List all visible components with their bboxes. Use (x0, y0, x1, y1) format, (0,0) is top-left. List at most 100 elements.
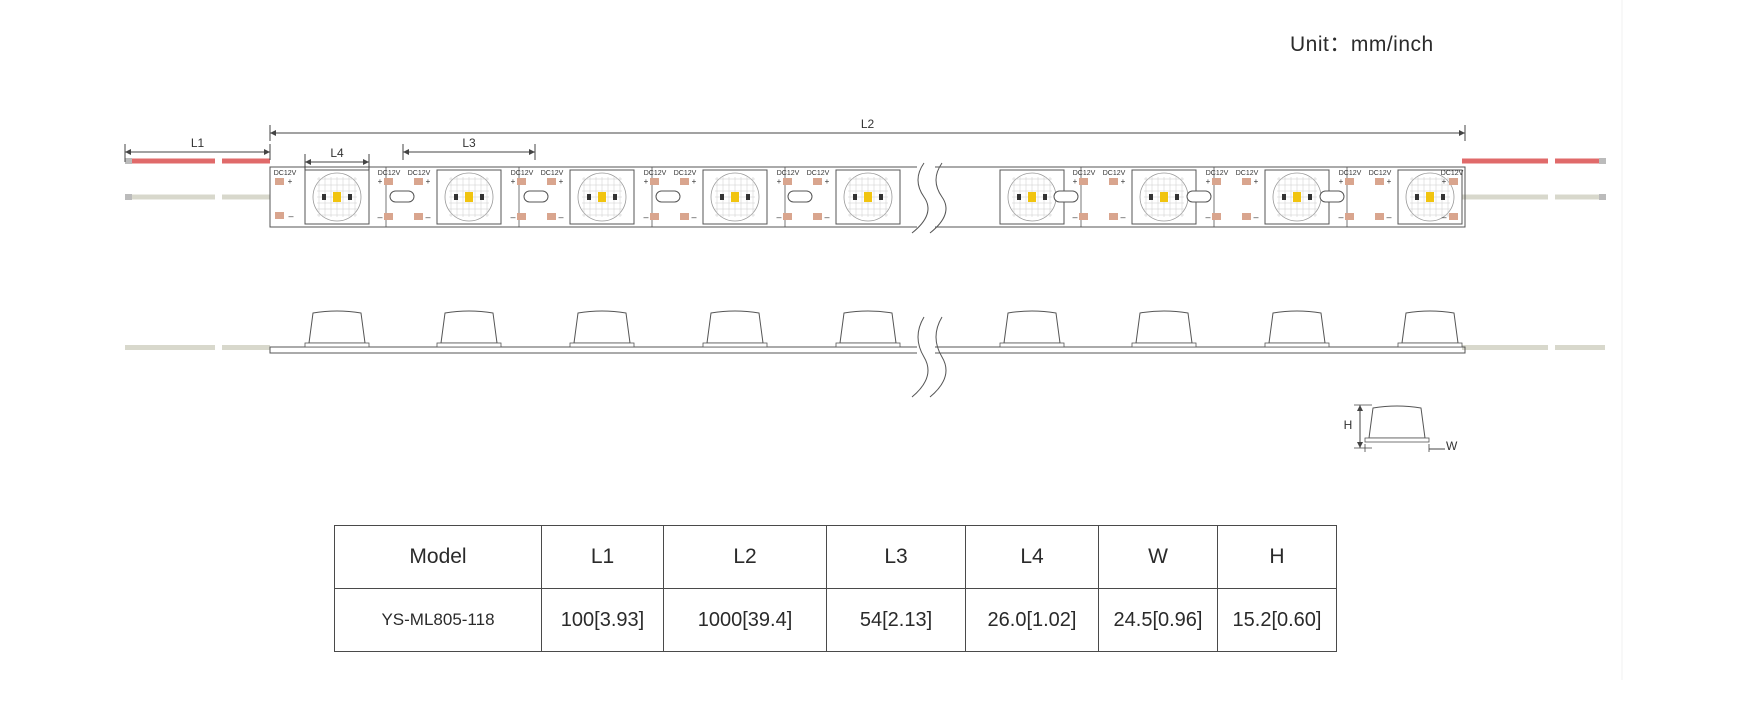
led-lens-8 (1405, 172, 1455, 222)
led-die-7 (1293, 192, 1301, 202)
led-die-1 (465, 192, 473, 202)
solder-pad-bottom (680, 213, 689, 220)
plus-sign: + (559, 177, 564, 186)
side-led-2-base (569, 342, 635, 348)
solder-pad-top (1345, 178, 1354, 185)
minus-sign: – (1386, 212, 1391, 222)
solder-pad-top (650, 178, 659, 185)
unit-label: Unit：mm/inch (1290, 33, 1434, 56)
resistor-3 (787, 190, 813, 203)
side-wire-left (222, 345, 270, 350)
cell-h: 15.2[0.60] (1217, 588, 1337, 652)
plus-sign: + (825, 177, 830, 186)
voltage-label-end: DC12V (1441, 170, 1464, 177)
plus-sign: + (378, 177, 383, 186)
led-pad-l-0 (322, 194, 326, 200)
side-led-3 (706, 310, 764, 344)
side-led-4-base (835, 342, 901, 348)
minus-sign: – (1338, 212, 1343, 222)
wire-right-seg2 (1555, 158, 1605, 164)
cell-l1: 100[3.93] (541, 588, 664, 652)
dim-l3-arrow-right (529, 149, 535, 155)
voltage-label-a4: DC12V (1073, 170, 1096, 177)
solder-pad-bottom (813, 213, 822, 220)
led-lens-2 (577, 172, 627, 222)
dim-l1-arrow-right (264, 149, 270, 155)
led-pad-r-6 (1175, 194, 1179, 200)
plus-sign: + (511, 177, 516, 186)
side-led-5-base (999, 342, 1065, 348)
resistor-1 (523, 190, 549, 203)
side-wire-left (125, 345, 215, 350)
led-die-6 (1160, 192, 1168, 202)
led-die-5 (1028, 192, 1036, 202)
wire-end-cap (1599, 194, 1606, 200)
side-led-3-base (702, 342, 768, 348)
solder-pad-bottom (650, 213, 659, 220)
dim-l3-label: L3 (462, 136, 476, 150)
minus-sign: – (510, 212, 515, 222)
dim-l3-arrow-left (403, 149, 409, 155)
led-die-4 (864, 192, 872, 202)
cell-model: YS-ML805-118 (334, 588, 542, 652)
solder-pad-top (517, 178, 526, 185)
resistor-6 (1319, 190, 1345, 203)
plus-sign-end: + (1442, 177, 1447, 186)
minus-sign: – (691, 212, 696, 222)
side-led-0-base (304, 342, 370, 348)
break-mark-side-b (929, 316, 947, 398)
led-lens-1 (444, 172, 494, 222)
led-die-3 (731, 192, 739, 202)
voltage-label-b4: DC12V (1103, 170, 1126, 177)
header-l3: L3 (826, 525, 966, 589)
header-w: W (1098, 525, 1218, 589)
voltage-label-b2: DC12V (674, 170, 697, 177)
voltage-label-a1: DC12V (511, 170, 534, 177)
minus-sign: – (1072, 212, 1077, 222)
minus-sign: – (1205, 212, 1210, 222)
minus-sign: – (377, 212, 382, 222)
led-die-8 (1426, 192, 1434, 202)
dim-w-label: W (1446, 439, 1458, 453)
side-led-6 (1135, 310, 1193, 344)
led-die-0 (333, 192, 341, 202)
side-led-4 (839, 310, 897, 344)
side-led-2 (573, 310, 631, 344)
side-led-8-base (1397, 342, 1463, 348)
solder-pad-top (1109, 178, 1118, 185)
solder-pad-bottom (1345, 213, 1354, 220)
solder-pad-bottom (1242, 213, 1251, 220)
plus-sign: + (644, 177, 649, 186)
break-mark-top-b (929, 162, 947, 234)
side-led-1 (440, 310, 498, 344)
led-pad-l-3 (720, 194, 724, 200)
solder-pad-top (1375, 178, 1384, 185)
side-led-5 (1003, 310, 1061, 344)
resistor-5 (1186, 190, 1212, 203)
dim-h-arrow-bottom (1357, 442, 1363, 448)
led-pad-l-8 (1415, 194, 1419, 200)
led-lens-3 (710, 172, 760, 222)
side-pcb-left (269, 346, 917, 354)
detail-led (1368, 405, 1426, 439)
led-pad-l-1 (454, 194, 458, 200)
wire-left-seg2 (222, 194, 270, 200)
minus-sign: – (1120, 212, 1125, 222)
dim-h-arrow-top (1357, 405, 1363, 411)
side-pcb-right (935, 346, 1466, 354)
solder-pad-bottom (1109, 213, 1118, 220)
led-lens-0 (312, 172, 362, 222)
header-l2: L2 (663, 525, 827, 589)
plus-sign: + (1339, 177, 1344, 186)
solder-pad-end-top (1449, 178, 1458, 185)
side-led-7 (1268, 310, 1326, 344)
minus-sign: – (1253, 212, 1258, 222)
voltage-label-b3: DC12V (807, 170, 830, 177)
dim-h-label: H (1344, 418, 1353, 432)
voltage-label-b1: DC12V (541, 170, 564, 177)
minus-sign: – (824, 212, 829, 222)
side-wire-right (1555, 345, 1605, 350)
plus-sign: + (1206, 177, 1211, 186)
solder-pad-top (680, 178, 689, 185)
